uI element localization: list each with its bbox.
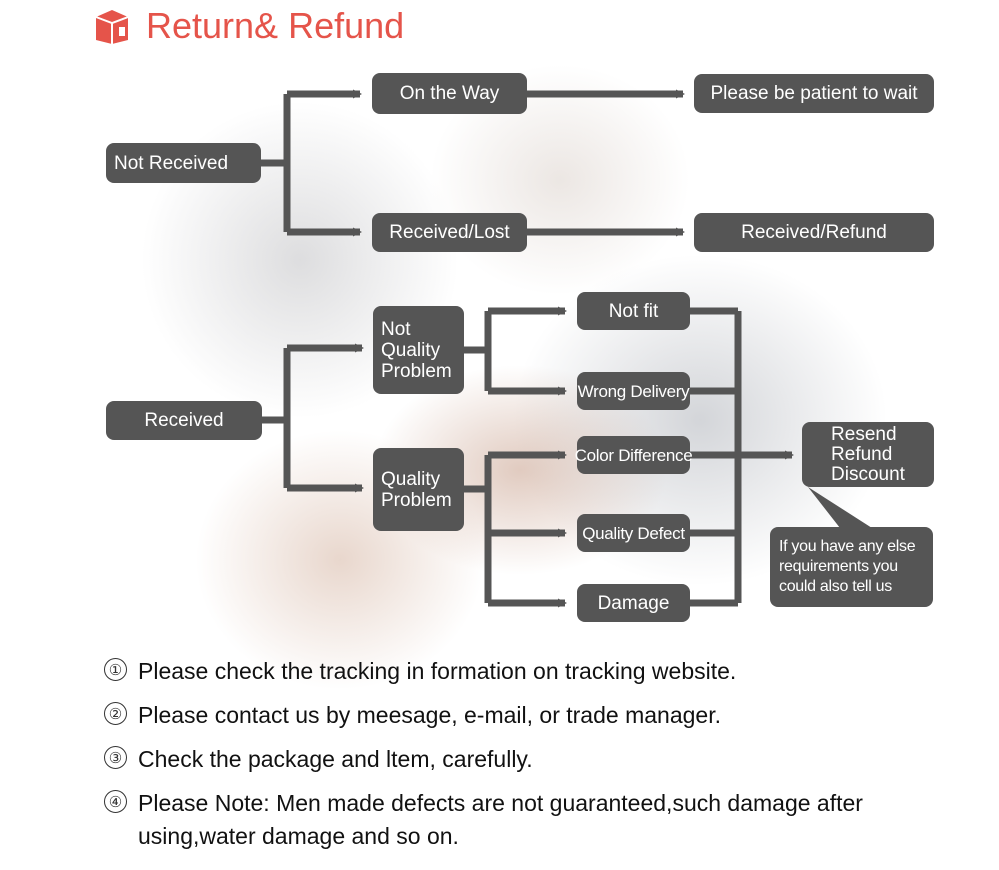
received-node: Received — [106, 401, 262, 440]
note-text: Please check the tracking in formation o… — [138, 658, 737, 684]
received-lost-node: Received/Lost — [372, 213, 527, 252]
note-item: ④ Please Note: Men made defects are not … — [104, 787, 964, 853]
color-difference-node: Color Difference — [575, 436, 693, 474]
note-item: ② Please contact us by meesage, e-mail, … — [104, 699, 964, 732]
notes-list: ① Please check the tracking in formation… — [104, 655, 964, 864]
note-item: ① Please check the tracking in formation… — [104, 655, 964, 688]
note-text: Check the package and ltem, carefully. — [138, 746, 533, 772]
page-title: Return& Refund — [146, 5, 405, 46]
requirements-callout: If you have any else requirements you co… — [770, 527, 933, 607]
wrong-delivery-node: Wrong Delivery — [577, 372, 690, 410]
note-text: Please Note: Men made defects are not gu… — [138, 790, 863, 849]
note-number: ④ — [104, 790, 127, 813]
received-refund-node: Received/Refund — [694, 213, 934, 252]
not-received-node: Not Received — [106, 143, 261, 183]
header: Return& Refund — [92, 4, 404, 48]
note-text: Please contact us by meesage, e-mail, or… — [138, 702, 721, 728]
damage-node: Damage — [577, 584, 690, 622]
package-box-icon — [92, 7, 132, 45]
note-item: ③ Check the package and ltem, carefully. — [104, 743, 964, 776]
not-fit-node: Not fit — [577, 292, 690, 330]
resend-refund-discount-node: Resend Refund Discount — [802, 422, 934, 487]
note-number: ② — [104, 702, 127, 725]
on-the-way-node: On the Way — [372, 73, 527, 114]
note-number: ① — [104, 658, 127, 681]
not-quality-problem-node: Not Quality Problem — [373, 306, 464, 394]
please-wait-node: Please be patient to wait — [694, 74, 934, 113]
note-number: ③ — [104, 746, 127, 769]
quality-defect-node: Quality Defect — [577, 514, 690, 552]
quality-problem-node: Quality Problem — [373, 448, 464, 531]
